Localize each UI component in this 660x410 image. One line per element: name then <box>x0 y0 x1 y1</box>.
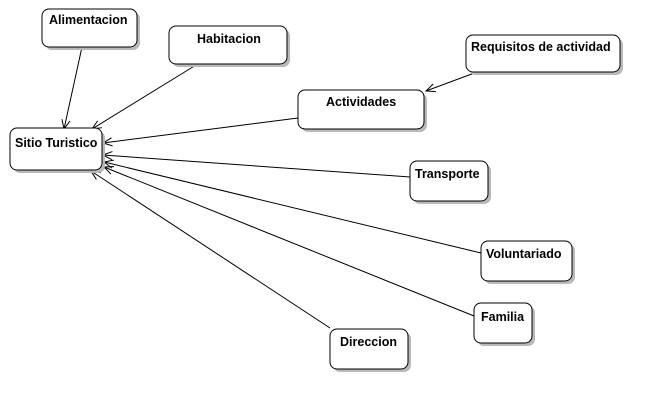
edge-habitacion-to-sitio <box>90 64 197 130</box>
node-voluntariado-label: Voluntariado <box>486 247 562 261</box>
edge-line <box>102 117 299 144</box>
node-alimentacion-box <box>41 8 138 48</box>
node-sitio-turistico[interactable]: Sitio Turistico <box>9 127 105 173</box>
node-familia-label: Familia <box>481 310 525 324</box>
node-sitio-turistico-box <box>9 127 103 171</box>
node-transporte-label: Transporte <box>415 167 480 181</box>
node-familia[interactable]: Familia <box>473 302 535 346</box>
node-sitio-turistico-label: Sitio Turistico <box>15 136 98 150</box>
edge-direccion-to-sitio <box>89 170 331 329</box>
node-requisitos-box <box>465 34 621 73</box>
node-transporte[interactable]: Transporte <box>409 160 491 204</box>
node-actividades-box <box>297 89 425 130</box>
nodes-layer: Sitio Turistico Alimentacion Habitacion … <box>9 8 623 372</box>
edges-layer <box>61 46 482 329</box>
edge-line <box>425 71 478 92</box>
node-transporte-box <box>409 160 489 202</box>
node-habitacion-label: Habitacion <box>197 32 261 46</box>
edge-line <box>91 64 197 130</box>
node-direccion[interactable]: Direccion <box>329 328 411 372</box>
node-direccion-box <box>329 328 409 370</box>
node-habitacion[interactable]: Habitacion <box>168 25 290 67</box>
edge-line <box>90 170 331 329</box>
arrowhead-icon <box>424 83 437 93</box>
node-familia-box <box>473 302 533 344</box>
node-alimentacion[interactable]: Alimentacion <box>41 8 140 50</box>
edge-line <box>103 161 482 254</box>
node-voluntariado-box <box>480 240 573 282</box>
node-voluntariado[interactable]: Voluntariado <box>480 240 575 284</box>
node-actividades[interactable]: Actividades <box>297 89 427 132</box>
node-requisitos-label: Requisitos de actividad <box>471 40 611 54</box>
edge-line <box>102 154 411 178</box>
node-requisitos-de-actividad[interactable]: Requisitos de actividad <box>465 34 623 75</box>
node-actividades-label: Actividades <box>326 95 396 109</box>
edge-line <box>103 166 475 317</box>
node-habitacion-box <box>168 25 288 65</box>
edge-requisitos-to-actividades <box>424 71 478 93</box>
edge-alimentacion-to-sitio <box>61 46 83 131</box>
node-direccion-label: Direccion <box>340 335 397 349</box>
node-alimentacion-label: Alimentacion <box>49 13 128 27</box>
edge-line <box>63 46 83 130</box>
edge-actividades-to-sitio <box>101 117 299 147</box>
